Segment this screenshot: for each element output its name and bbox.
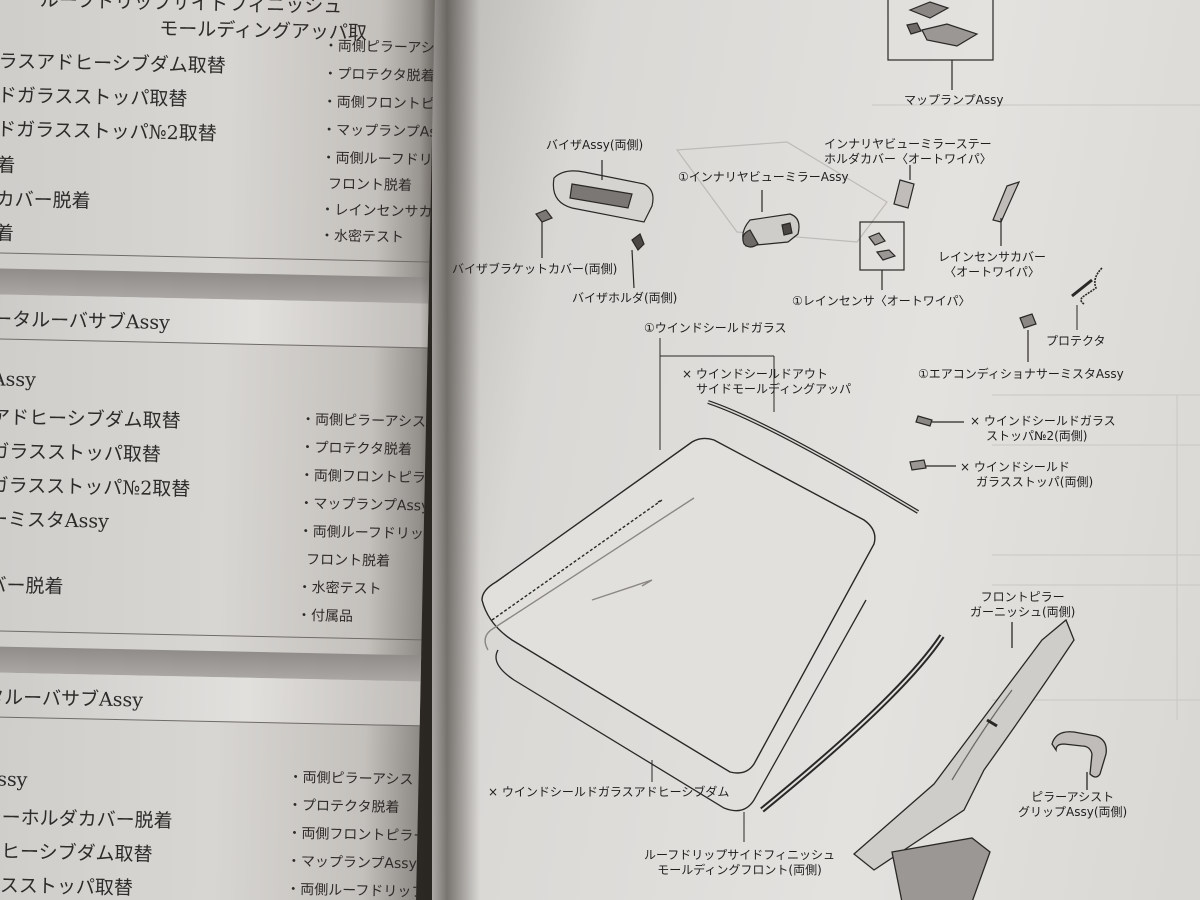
section2-title: ータルーバサブAssy [0, 308, 171, 335]
label-pillar-garnish-line2: ガーニッシュ(両側) [970, 605, 1076, 619]
divider [0, 251, 435, 263]
thermistor-part [1019, 313, 1037, 362]
section2-note: フロント脱着 [305, 551, 391, 570]
label-roof-drip: ルーフドリップサイドフィニッシュ モールディングフロント(両側) [644, 848, 835, 878]
label-visor-holder: バイザホルダ(両側) [572, 291, 678, 305]
assist-grip-part [1051, 731, 1107, 790]
label-outside-molding-line2: サイドモールディングアッパ [696, 382, 852, 396]
label-adhesive-dam: × ウインドシールドガラスアドヒーシブダム [488, 785, 730, 799]
stopper-part [909, 459, 956, 471]
section2-note: ・プロテクタ脱着 [300, 439, 413, 459]
label-stopper-no2-line2: ストッパ№2(両側) [986, 429, 1088, 443]
section2-note: ・両側フロントピラー [299, 467, 435, 487]
label-stopper-line2: ガラスストッパ(両側) [976, 475, 1094, 489]
pillar-garnish-part [852, 618, 1075, 871]
label-assist-grip-line2: グリップAssy(両側) [1018, 805, 1128, 819]
label-roof-drip-line2: モールディングフロント(両側) [657, 863, 822, 877]
left-page: ルーフドリップサイドフィニッシュ モールディングアッパ取 ラスアドヒーシブダム取… [0, 0, 435, 900]
adhesive-dam-part [495, 599, 867, 812]
book-gutter-shadow [420, 0, 480, 900]
section2-note: ・水密テスト [297, 579, 382, 598]
label-map-lamp: マップランプAssy [904, 93, 1004, 107]
section3-note: ・両側フロントピラー [287, 825, 428, 845]
inner-mirror-part [675, 141, 888, 248]
label-outside-molding: × ウインドシールドアウト サイドモールディングアッパ [682, 367, 851, 397]
rain-sensor-part [859, 221, 905, 290]
label-pillar-garnish-line1: フロントピラー [980, 590, 1065, 604]
protector-part [1071, 267, 1103, 330]
section2-note: ・両側ルーフドリップ [298, 523, 435, 543]
section1-note: ・両側フロントピラー [322, 94, 435, 114]
label-visor-bracket: バイザブラケットカバー(両側) [452, 262, 618, 276]
section3-note: ・両側ルーフドリップ [286, 881, 426, 900]
section3-note: ・プロテクタ脱着 [287, 797, 400, 816]
section3-note: ・マップランプAssy脱 [286, 853, 431, 873]
label-stopper: × ウインドシールド ガラスストッパ(両側) [960, 460, 1093, 490]
stopper-no2-part [915, 415, 964, 427]
label-thermistor: ①エアコンディショナサーミスタAssy [918, 367, 1124, 381]
map-lamp-part [887, 0, 994, 90]
label-stopper-no2-line1: × ウインドシールドガラス [970, 414, 1116, 428]
label-rain-sensor: ①レインセンサ〈オートワイパ〉 [792, 294, 971, 308]
parts-diagram [481, 0, 1200, 900]
windshield-glass-part [481, 437, 876, 774]
label-outside-molding-line1: × ウインドシールドアウト [682, 367, 828, 381]
label-rain-sensor-cover: レインセンサカバー 〈オートワイパ〉 [938, 250, 1046, 280]
label-mirror-stay-cover-line1: インナリヤビューミラーステー [824, 137, 992, 151]
section1-note: ・両側ピラーアシス [323, 38, 435, 57]
label-mirror-stay-cover-line2: ホルダカバー〈オートワイパ〉 [824, 152, 992, 166]
divider [0, 629, 435, 641]
label-roof-drip-line1: ルーフドリップサイドフィニッシュ [644, 848, 836, 862]
section1-note: ・両側ルーフドリップ [321, 150, 435, 170]
label-pillar-garnish: フロントピラー ガーニッシュ(両側) [970, 590, 1075, 620]
rain-sensor-cover-part [992, 180, 1021, 246]
section1-note: ・プロテクタ脱着 [323, 66, 435, 85]
section2-note: ・両側ピラーアシス [300, 411, 427, 431]
label-rain-sensor-cover-line1: レインセンサカバー [938, 250, 1047, 264]
section1-note: ・マップランプAssy脱 [321, 122, 435, 142]
label-rain-sensor-cover-line2: 〈オートワイパ〉 [944, 265, 1040, 279]
section2-note: ・付属品 [296, 607, 354, 625]
section1-note: ・水密テスト [319, 228, 405, 246]
section2-row: Assy [0, 368, 37, 392]
section3-note: ・両側ピラーアシス [288, 769, 414, 789]
label-windshield-glass: ①ウインドシールドガラス [644, 321, 787, 335]
section1-note: フロント脱着 [327, 176, 413, 195]
label-visor: バイザAssy(両側) [546, 138, 644, 152]
label-mirror-stay-cover: インナリヤビューミラーステー ホルダカバー〈オートワイパ〉 [824, 137, 992, 167]
label-stopper-line1: × ウインドシールド [960, 460, 1070, 474]
label-assist-grip-line1: ピラーアシスト [1031, 790, 1115, 804]
mirror-stay-cover-part [893, 165, 915, 209]
visor-part [535, 160, 654, 289]
label-protector: プロテクタ [1046, 334, 1106, 348]
label-stopper-no2: × ウインドシールドガラス ストッパ№2(両側) [970, 414, 1116, 444]
label-assist-grip: ピラーアシスト グリップAssy(両側) [1018, 790, 1127, 820]
label-inner-mirror: ①インナリヤビューミラーAssy [678, 170, 849, 184]
right-page: マップランプAssy バイザAssy(両側) バイザブラケットカバー(両側) バ… [432, 0, 1200, 900]
section1-note: ・レインセンサカバー [320, 202, 435, 222]
section3-title: タルーバサブAssy [0, 686, 144, 712]
lower-garnish-part [891, 837, 991, 900]
section2-note: ・マップランプAssy脱 [299, 495, 435, 515]
